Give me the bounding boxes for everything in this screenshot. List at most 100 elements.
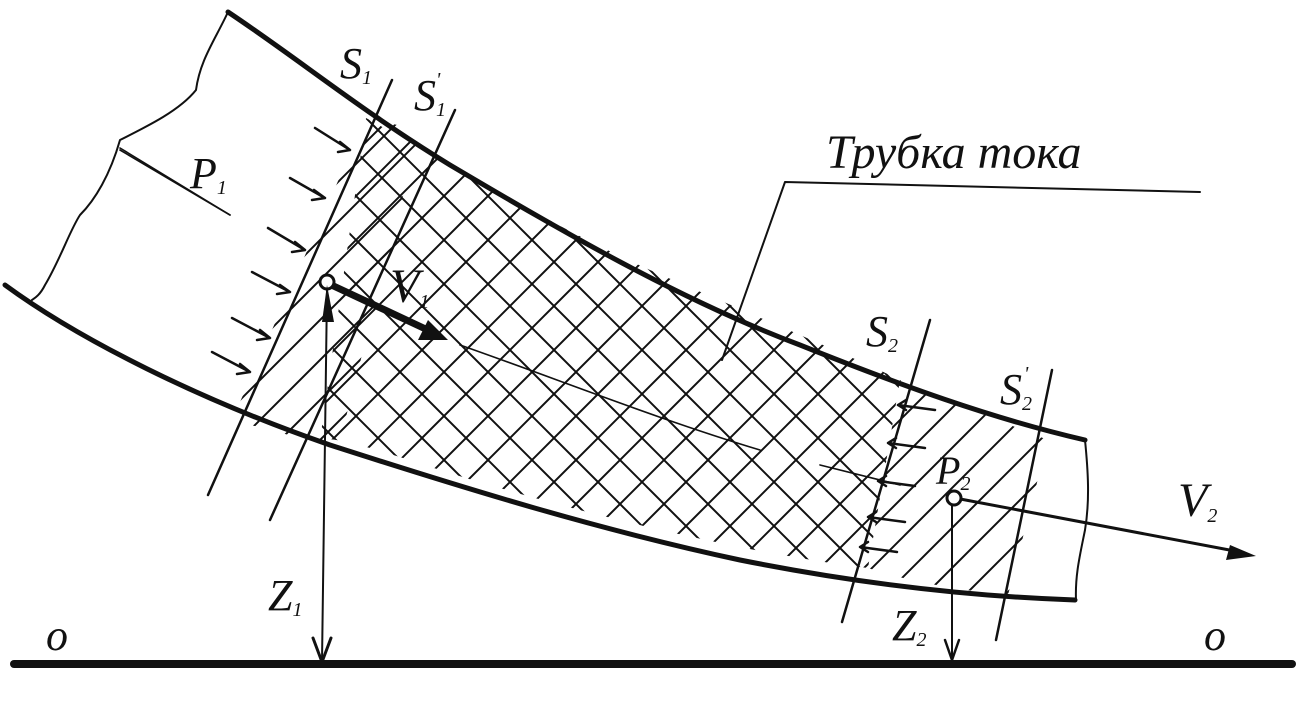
hatch-line (863, 118, 900, 568)
hatch-line (379, 118, 900, 568)
hatch-line (863, 118, 900, 568)
hatch-line (232, 118, 420, 448)
hatch-line (0, 0, 200, 700)
hatch-line (1084, 0, 1302, 700)
pressure-arrows-s2 (858, 398, 937, 554)
hatch-line (0, 0, 200, 700)
label-p2: P2 (935, 448, 970, 495)
section-s2-line (840, 318, 932, 624)
section-s1-line (206, 78, 394, 497)
hatch-line (320, 118, 900, 568)
hatch-line (60, 0, 760, 700)
hatch-line (1140, 0, 1302, 700)
hatch-line (320, 118, 900, 568)
tube-left-break (31, 11, 229, 301)
label-s1: S1 (340, 39, 372, 89)
hatch-line (0, 0, 680, 700)
label-s2: S2 (866, 307, 898, 357)
hatch-line (232, 118, 420, 448)
hatch-line (1172, 0, 1302, 700)
tube-upper-wall (225, 9, 1088, 443)
hatch-line (100, 0, 800, 700)
hatch-line (1060, 0, 1302, 700)
hatch-line (423, 118, 900, 568)
hatch-line (868, 380, 1048, 595)
tube-callout-leader (721, 181, 1201, 361)
hatch-line (320, 118, 641, 568)
hatch-line (232, 118, 420, 448)
hatch-line (996, 0, 1302, 700)
hatch-line (232, 118, 420, 448)
hatch-line (996, 0, 1302, 700)
hatch-line (320, 118, 729, 568)
label-v2: V2 (1178, 474, 1217, 527)
label-z2: Z2 (892, 601, 926, 651)
hatch-line (599, 118, 900, 568)
hatch-line (1100, 0, 1302, 700)
hatch-line (1084, 0, 1302, 700)
label-p1: P1 (189, 149, 227, 199)
tube-lower-wall (2, 282, 1078, 603)
hatch-line (1040, 0, 1302, 700)
hatch-line (320, 118, 465, 568)
hatch-line (555, 118, 900, 568)
hatch-line (511, 118, 900, 568)
tube-right-break (1074, 439, 1090, 601)
hatch-line (232, 118, 420, 448)
hatch-line (335, 118, 900, 568)
hatch-line (232, 118, 420, 448)
hatch-line (979, 380, 1048, 595)
pressure-arrows-s1 (210, 126, 352, 376)
hatch-line (1172, 0, 1302, 700)
label-datum-left: o (46, 611, 68, 660)
hatch-line (868, 380, 961, 595)
hatch-line (320, 118, 641, 568)
hatch-line (20, 0, 720, 700)
tube-cross-hatching (0, 0, 1302, 700)
hatch-line (1180, 0, 1302, 700)
hatch-line (0, 0, 288, 700)
hatch-line (775, 118, 900, 568)
hatch-line (232, 118, 241, 448)
hatch-line (775, 118, 900, 568)
hatch-line (320, 118, 377, 568)
section-s1-prime-line (268, 108, 457, 522)
label-s1-prime: S1' (414, 69, 446, 121)
label-s2-prime: S2' (1000, 363, 1032, 415)
hatch-line (232, 118, 420, 448)
hatch-line (0, 0, 640, 700)
hatch-line (320, 118, 597, 568)
hatch-line (0, 0, 288, 700)
p1-leader (119, 147, 231, 216)
hatch-line (320, 118, 597, 568)
hatch-line (320, 118, 685, 568)
streamline-axis-mid (459, 344, 761, 451)
hatch-line (320, 118, 900, 568)
hatch-line (555, 118, 900, 568)
hatch-line (1128, 0, 1302, 700)
left-hatching (0, 0, 420, 700)
hatch-line (599, 118, 900, 568)
hatch-line (232, 118, 420, 448)
z1-elevation-line (321, 289, 328, 663)
hatch-line (1128, 0, 1302, 700)
velocity-v2-head (1226, 545, 1256, 560)
velocity-v2-arrow (953, 496, 1242, 554)
hatch-line (320, 118, 861, 568)
hatch-line (232, 118, 281, 448)
z1-arrow-top (322, 285, 334, 322)
hatch-line (320, 118, 465, 568)
hatch-line (467, 118, 900, 568)
hatch-line (232, 118, 401, 448)
hatch-line (140, 0, 840, 700)
hatch-line (0, 0, 200, 700)
label-z1: Z1 (268, 571, 302, 621)
hatch-line (320, 118, 685, 568)
hatch-line (259, 118, 420, 448)
label-datum-right: o (1204, 611, 1226, 660)
hatch-line (320, 118, 377, 568)
hatch-line (0, 0, 244, 700)
velocity-v1-arrow (321, 278, 436, 336)
point-2-marker (945, 489, 963, 507)
right-hatching (0, 0, 1302, 700)
